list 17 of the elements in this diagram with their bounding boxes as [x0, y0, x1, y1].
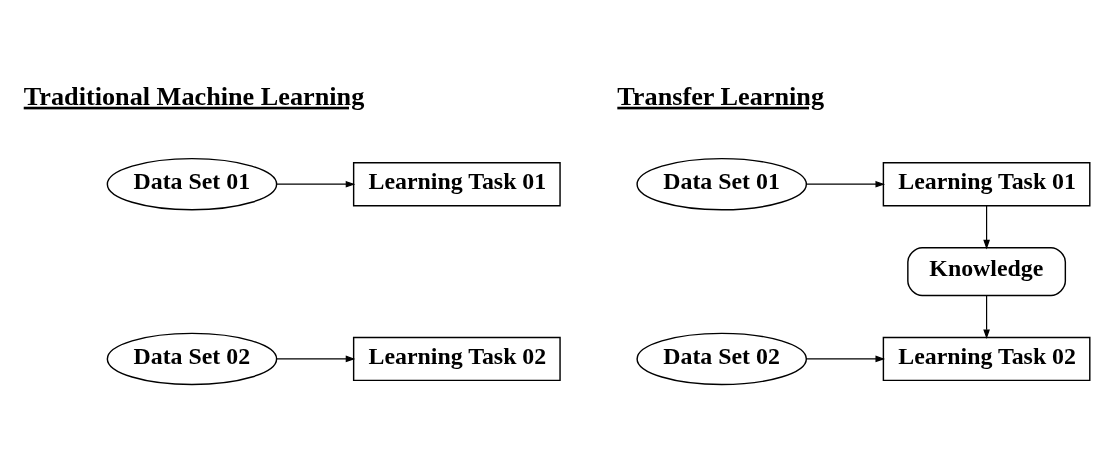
node-ellipse: Data Set 02 [106, 332, 278, 386]
label: Transfer Learning [617, 81, 825, 111]
arrow [276, 355, 356, 363]
arrow [805, 355, 885, 363]
label: Traditional Machine Learning [23, 81, 365, 111]
node-box: Learning Task 01 [882, 162, 1091, 207]
arrow [983, 294, 990, 340]
node-ellipse: Data Set 02 [636, 332, 808, 386]
arrow [276, 180, 356, 188]
node-box: Knowledge [907, 247, 1067, 297]
node-ellipse: Data Set 01 [636, 157, 808, 211]
arrow [983, 205, 990, 250]
node-box: Learning Task 02 [882, 336, 1091, 382]
node-ellipse: Data Set 01 [106, 157, 278, 211]
node-box: Learning Task 02 [352, 336, 561, 382]
node-box: Learning Task 01 [352, 162, 561, 207]
arrow [805, 180, 885, 188]
